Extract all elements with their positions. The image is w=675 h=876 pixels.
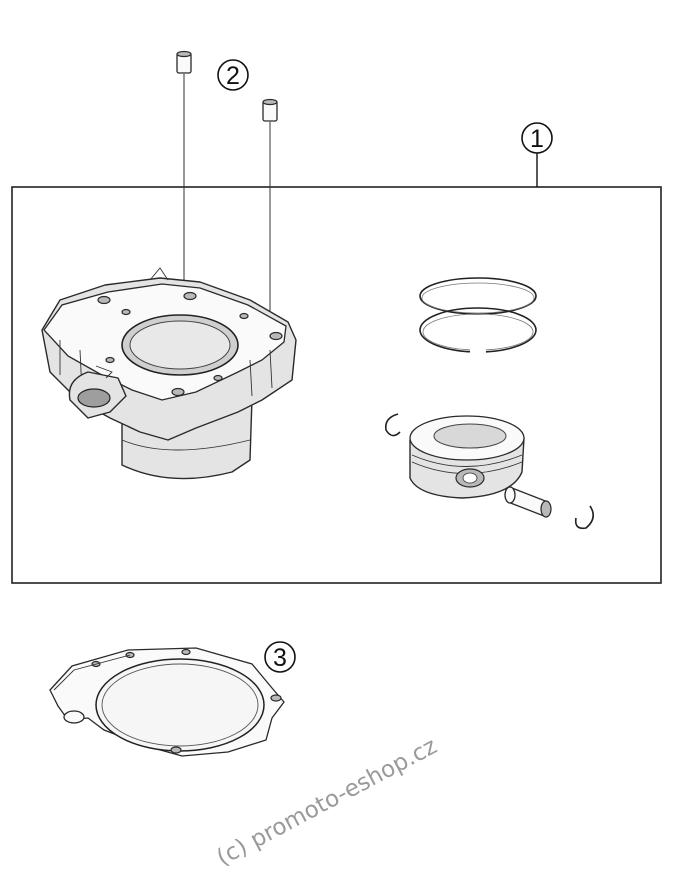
dowel-pin-left[interactable] xyxy=(176,50,192,297)
callout-2-circle xyxy=(217,59,249,91)
cylinder-gasket[interactable] xyxy=(49,647,285,757)
circlip-left[interactable] xyxy=(384,413,401,437)
piston-illustration[interactable] xyxy=(409,415,525,499)
dowel-pin-right[interactable] xyxy=(262,98,278,335)
callout-2[interactable]: 2 xyxy=(217,59,249,91)
watermark-text: (c) promoto-eshop.cz xyxy=(213,733,442,871)
piston-pin[interactable] xyxy=(504,486,552,518)
callout-1[interactable]: 1 xyxy=(521,122,553,187)
assembly-frame xyxy=(11,186,662,584)
piston-ring-lower[interactable] xyxy=(419,307,537,356)
callout-2-label: 2 xyxy=(226,62,240,90)
circlip-right[interactable] xyxy=(574,505,594,530)
cylinder-illustration[interactable] xyxy=(41,267,297,480)
callout-1-label: 1 xyxy=(530,125,544,153)
callout-3-label: 3 xyxy=(273,644,287,672)
callout-3-circle xyxy=(264,641,296,673)
callout-3[interactable]: 3 xyxy=(264,641,296,673)
